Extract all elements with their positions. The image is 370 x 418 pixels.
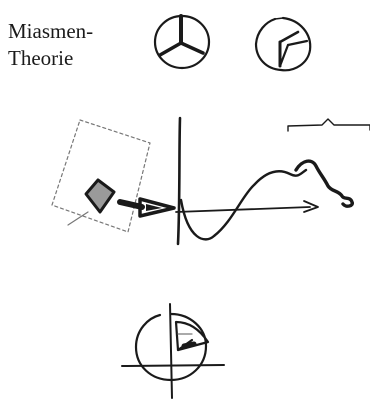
circle-with-wedge-icon — [254, 16, 312, 72]
sine-wave-on-axes-icon — [175, 116, 354, 246]
tilted-square-with-arrow-icon — [67, 178, 176, 226]
heading-miasmen-theorie: Miasmen- Theorie — [8, 18, 128, 72]
brace-icon — [287, 118, 370, 132]
heading-line-1: Miasmen- — [8, 19, 94, 43]
dashed-square-outline — [51, 119, 151, 233]
heading-line-2: Theorie — [8, 46, 74, 70]
crossed-circle-with-wedge-icon — [121, 303, 225, 399]
circle-divided-in-three-icon — [153, 14, 211, 70]
